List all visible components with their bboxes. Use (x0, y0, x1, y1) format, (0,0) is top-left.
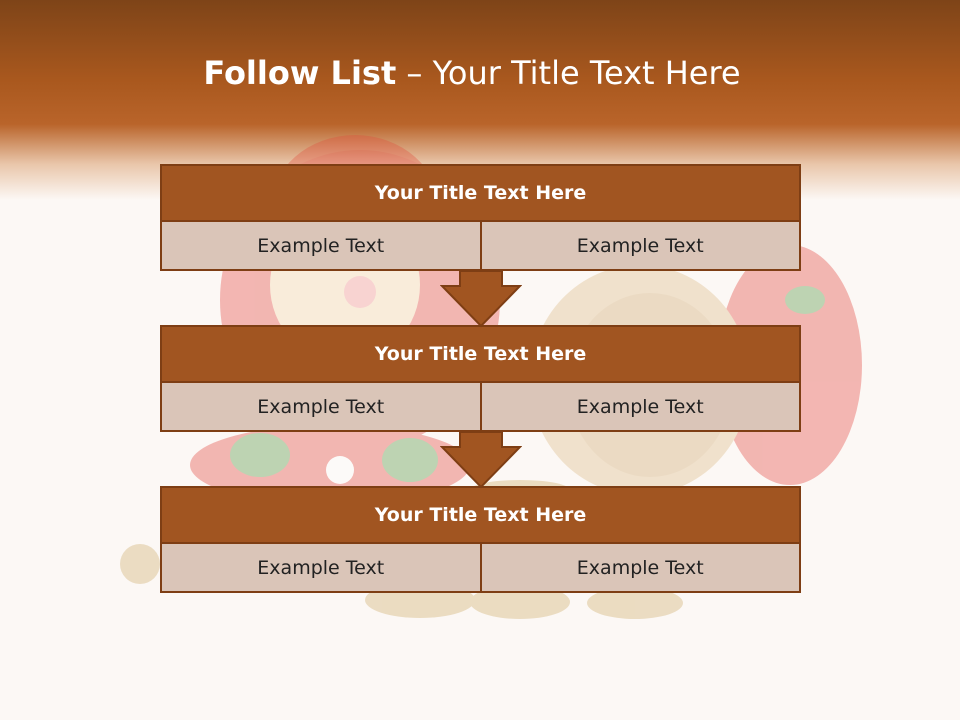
list-block-3: Your Title Text Here Example Text Exampl… (160, 486, 801, 593)
slide-title: Follow List – Your Title Text Here (0, 54, 944, 92)
block-title: Your Title Text Here (162, 488, 799, 544)
block-cell: Example Text (162, 544, 480, 591)
block-cell: Example Text (479, 222, 799, 269)
down-arrow-icon (440, 270, 522, 328)
block-row: Example Text Example Text (162, 383, 799, 430)
block-cell: Example Text (162, 222, 480, 269)
block-cell: Example Text (162, 383, 480, 430)
block-cell: Example Text (479, 383, 799, 430)
block-row: Example Text Example Text (162, 544, 799, 591)
block-cell: Example Text (479, 544, 799, 591)
list-block-2: Your Title Text Here Example Text Exampl… (160, 325, 801, 432)
block-title: Your Title Text Here (162, 327, 799, 383)
down-arrow-icon (440, 431, 522, 489)
slide-title-rest: – Your Title Text Here (396, 54, 741, 92)
list-block-1: Your Title Text Here Example Text Exampl… (160, 164, 801, 271)
block-row: Example Text Example Text (162, 222, 799, 269)
block-title: Your Title Text Here (162, 166, 799, 222)
slide-title-bold: Follow List (203, 54, 397, 92)
